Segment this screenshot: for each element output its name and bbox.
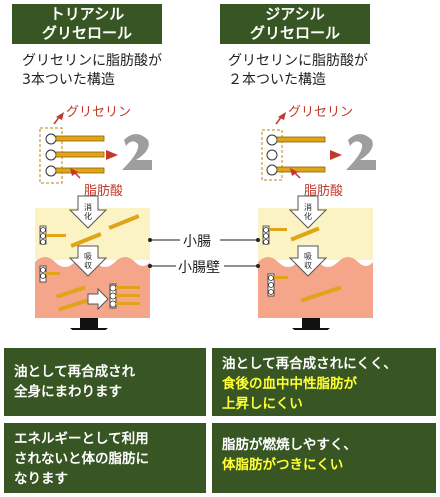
left-glycerin-label: グリセリン [66,105,132,120]
right-result-box-1: 油として再合成されにくく、 食後の血中中性脂肪が 上昇しにくい [212,348,436,416]
right-diacylglycerol-molecule [261,129,326,181]
left-header: トリアシル グリセロール [12,4,162,44]
left-down-arrow [70,318,108,330]
svg-text:化: 化 [304,211,312,221]
right-header: ジアシル グリセロール [220,4,370,44]
left-result-box-2: エネルギーとして利用 されないと体の脂肪に なります [4,423,206,493]
left-fatty-acid-label: 脂肪酸 [84,184,124,199]
left-enzyme-arrow [106,150,118,160]
right-fatty-acid-label: 脂肪酸 [304,184,344,199]
svg-text:収: 収 [304,260,312,270]
right-result-box-2: 脂肪が燃焼しやすく、 体脂肪がつきにくい [212,423,436,493]
intestinal-wall-label: 小腸壁 [178,260,220,276]
left-triacylglycerol-molecule [39,127,105,184]
svg-text:収: 収 [84,260,92,270]
svg-text:化: 化 [84,211,92,221]
left-description: グリセリンに脂肪酸が 3本ついた構造 [22,53,162,88]
small-intestine-label: 小腸 [183,234,211,250]
right-glycerin-label: グリセリン [288,105,354,120]
digestion-diagram: 消 化 吸 収 [35,112,376,330]
left-result-box-1: 油として再合成され 全身にまわります [4,348,206,416]
right-enzyme-arrow [330,150,342,160]
left-enzyme-icon [122,134,152,170]
svg-text:消: 消 [304,202,312,212]
right-intestine: 消 化 吸 収 [258,195,373,318]
right-description: グリセリンに脂肪酸が ２本ついた構造 [228,53,368,88]
svg-text:消: 消 [84,202,92,212]
right-down-arrow [292,318,330,330]
right-enzyme-icon [346,134,376,170]
left-intestine: 消 化 吸 収 [35,195,150,318]
svg-text:吸: 吸 [304,252,312,261]
svg-text:吸: 吸 [84,252,92,261]
